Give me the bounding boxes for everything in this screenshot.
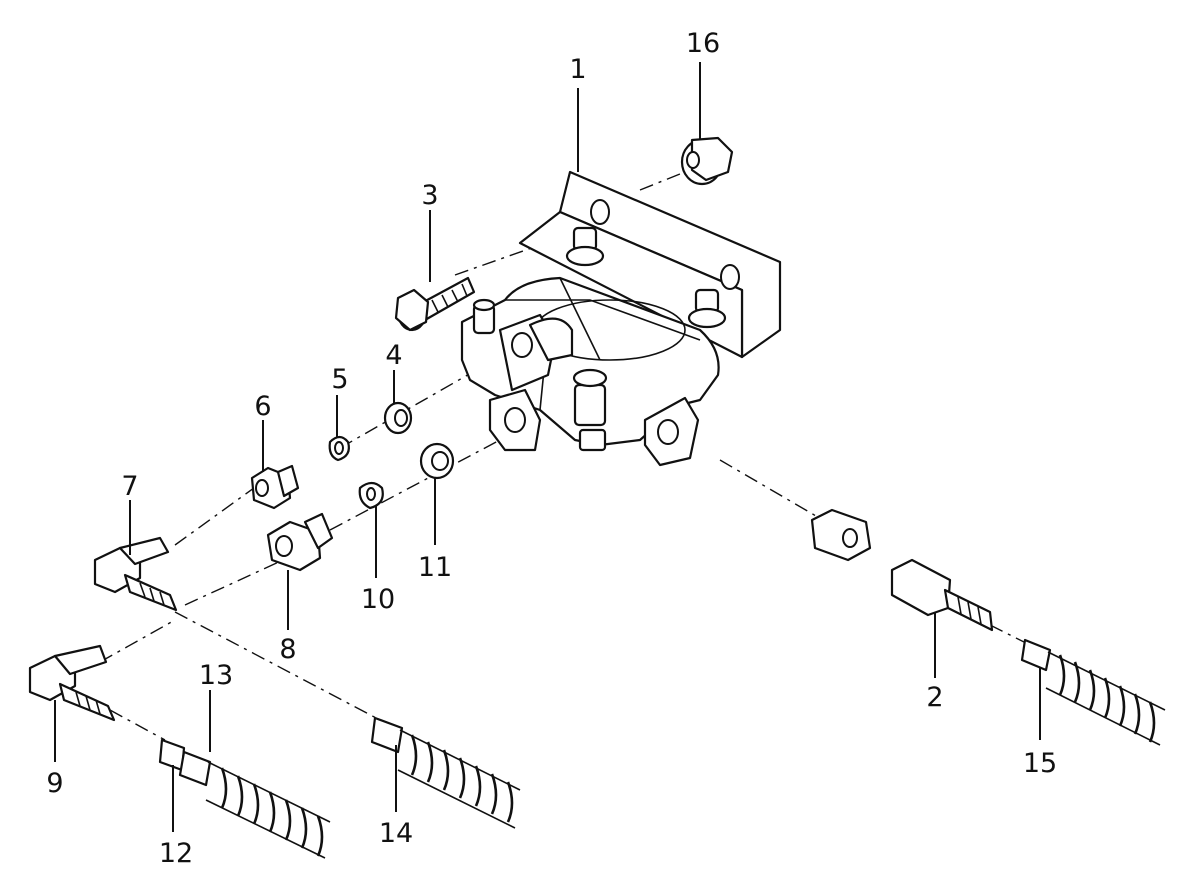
callout-12: 12 xyxy=(159,838,193,869)
callout-6: 6 xyxy=(254,391,271,422)
union-small xyxy=(250,464,300,510)
callout-9: 9 xyxy=(46,768,63,799)
callout-15: 15 xyxy=(1023,748,1057,779)
callout-2: 2 xyxy=(926,682,943,713)
callout-16: 16 xyxy=(686,28,720,59)
callout-7: 7 xyxy=(121,471,138,502)
straight-fitting xyxy=(810,508,994,632)
callout-1: 1 xyxy=(569,54,586,85)
hose-left xyxy=(158,738,331,859)
callout-14: 14 xyxy=(379,818,413,849)
seal-ring-lower xyxy=(419,442,455,480)
union-large xyxy=(266,512,334,572)
callout-3: 3 xyxy=(421,180,438,211)
hose-center xyxy=(370,716,521,829)
callout-8: 8 xyxy=(279,634,296,665)
circlip-lower xyxy=(358,481,384,510)
flange-bolt xyxy=(394,276,476,332)
hose-right xyxy=(1020,638,1166,746)
center-lines xyxy=(99,169,1031,741)
flange-nut xyxy=(680,136,734,186)
callout-4: 4 xyxy=(385,340,402,371)
seal-ring-upper xyxy=(383,401,413,435)
callout-10: 10 xyxy=(361,584,395,615)
callout-5: 5 xyxy=(331,364,348,395)
circlip-upper xyxy=(328,435,350,462)
elbow-fitting-upper xyxy=(93,536,178,612)
callout-11: 11 xyxy=(418,552,452,583)
valve-assembly xyxy=(460,170,782,467)
elbow-fitting-lower xyxy=(28,644,116,722)
callout-labels: 1 16 3 4 5 6 7 8 9 10 11 12 13 14 2 15 xyxy=(46,28,1057,869)
callout-13: 13 xyxy=(199,660,233,691)
leader-lines xyxy=(54,62,1041,832)
